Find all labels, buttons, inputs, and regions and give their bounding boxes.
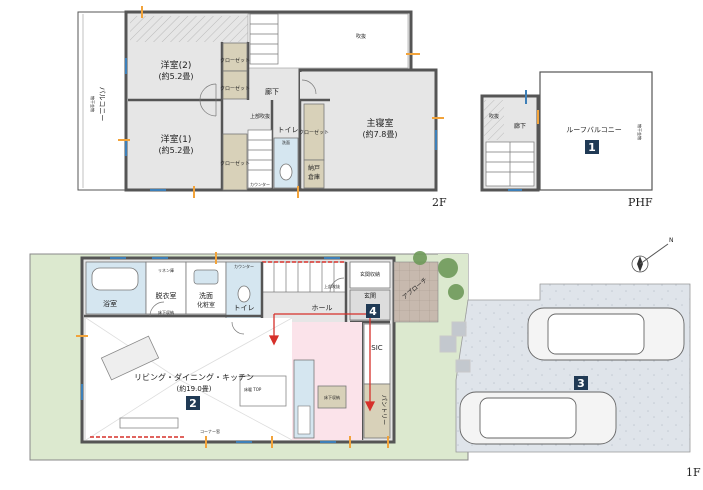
toilet-2f-label: トイレ (278, 126, 299, 134)
sink-icon (193, 269, 219, 285)
room-western1-size: (約5.2畳) (159, 145, 194, 155)
closet-1 (222, 133, 248, 191)
stove-icon (297, 405, 311, 435)
bathtub-icon (91, 267, 139, 291)
badge-4 (366, 304, 380, 318)
void-label-2f: 吹抜 (356, 33, 366, 40)
room-master-name: 主寝室 (366, 117, 393, 129)
stairs-phf (485, 141, 535, 187)
corner-window-label: コーナー窓 (200, 428, 220, 434)
roof-balcony-label: ルーフバルコニー (566, 126, 621, 134)
entrance-storage (349, 261, 391, 289)
washroom-name-label: 洗面 (199, 291, 213, 300)
toilet-2f (273, 137, 299, 189)
arrow-ldk-icon (268, 335, 280, 346)
stair-void-label: 上部吹抜 (250, 113, 270, 120)
floor-tag-1f: 1F (686, 466, 701, 479)
bath-label: 浴室 (103, 299, 117, 308)
arrow-pantry-icon (364, 401, 376, 412)
counter-1f-label: カウンター (234, 263, 254, 269)
pantry-label: パントリー (380, 395, 387, 425)
balcony-2f-label: バルコニー (98, 87, 106, 122)
approach (393, 261, 439, 323)
badge-1 (585, 140, 599, 154)
counter-2f-label: カウンター (250, 181, 270, 187)
entrance-storage-label: 玄関収納 (360, 271, 380, 278)
washroom-sub-label: 化粧室 (197, 301, 215, 309)
room-western2-size: (約5.2畳) (159, 71, 194, 81)
dressing-label: 脱衣室 (156, 291, 177, 300)
ldk-name-label: リビング・ダイニング・キッチン (134, 372, 254, 382)
ldk-size-label: (約19.0畳) (176, 384, 211, 393)
floor-2f: 洋室(2) (約5.2畳) 洋室(1) (約5.2畳) 主寝室 (約7.8畳) … (77, 6, 447, 209)
floor-1f: 3 浴室 脱衣室 洗面 化粧室 トイレ カウンター リネン庫 床下収納 リビング… (29, 251, 701, 479)
badge-4-text: 4 (369, 305, 377, 318)
stairs-2f (247, 13, 279, 189)
storage-closet (303, 159, 325, 189)
toilet-1f-bowl-icon (237, 285, 251, 303)
closet-2a (222, 42, 248, 72)
dining-table-icon (239, 375, 287, 407)
badge-1-text: 1 (588, 141, 596, 154)
compass-label: N (669, 237, 674, 244)
room-western2-name: 洋室(2) (161, 59, 192, 71)
storage-closet-label: 倉庫 (308, 173, 320, 181)
dressing-room (145, 261, 187, 315)
sic (363, 323, 391, 385)
room-master-size: (約7.8畳) (363, 129, 398, 139)
badge-3-text: 3 (577, 377, 585, 390)
pantry (363, 383, 391, 439)
wash-2f-label: 洗面 (282, 139, 290, 145)
toilet-bowl-icon (279, 163, 293, 181)
closet-2a-label: クローゼット (220, 57, 250, 64)
closet-2b (222, 70, 248, 100)
underfloor-kitchen-label: 床下収納 (324, 394, 340, 400)
closet-2b-label: クローゼット (220, 85, 250, 92)
toilet-1f-label: トイレ (234, 304, 255, 312)
stair-up-label: 上部吹抜 (324, 283, 340, 289)
sofa-icon (100, 335, 160, 381)
void-label-phf: 吹抜 (489, 113, 499, 120)
hall-1f-label: ホール (312, 304, 333, 312)
storage-label: 納戸 (308, 164, 320, 172)
hall-phf-label: 廊下 (514, 122, 526, 130)
roof-balcony (539, 71, 653, 191)
master-closet-label: クローゼット (299, 129, 329, 136)
hanger-phf-label: 物干金物 (637, 124, 643, 140)
entrance-label: 玄関 (364, 292, 376, 300)
closet-1-label: クローゼット (220, 160, 250, 167)
badge-2-text: 2 (189, 397, 197, 410)
floor-tag-2f: 2F (432, 196, 447, 209)
ldk-note-label: 床暖 TOP (244, 386, 262, 392)
compass: N (631, 237, 674, 273)
badge-2 (186, 396, 200, 410)
underfloor-storage (317, 385, 347, 409)
sic-label: SIC (371, 344, 383, 352)
hall-2f-label: 廊下 (265, 87, 279, 96)
hanger-2f-label: 物干金物 (90, 96, 96, 112)
floor-phf: 廊下 吹抜 ルーフバルコニー 物干金物 1 PHF (480, 71, 653, 209)
room-western1-name: 洋室(1) (161, 133, 192, 145)
underfloor-wash-label: 床下収納 (158, 309, 174, 315)
linen-label: リネン庫 (158, 267, 174, 273)
balcony (77, 11, 127, 191)
badge-3 (574, 376, 588, 390)
tv-board-icon (119, 417, 179, 429)
floor-tag-phf: PHF (628, 196, 653, 209)
